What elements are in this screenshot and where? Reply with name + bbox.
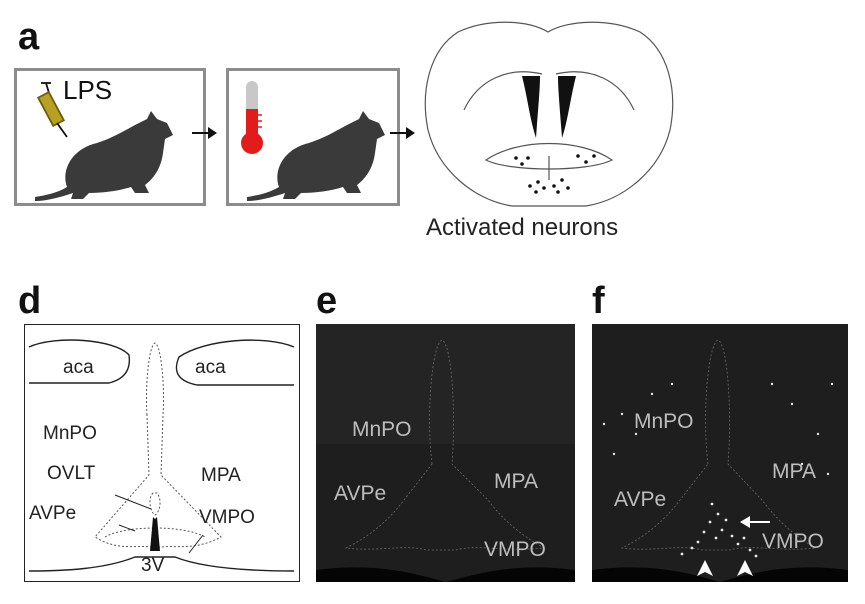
panel-letter-d: d [18, 280, 42, 322]
lps-label: LPS [63, 75, 113, 105]
label-vmpo: VMPO [762, 530, 824, 553]
rat-icon [35, 111, 173, 201]
label-mpa: MPA [772, 460, 816, 483]
brain-section-icon [424, 21, 674, 207]
label-avpe: AVPe [29, 503, 77, 524]
panel-letter-e: e [316, 280, 338, 322]
rat-icon [247, 111, 385, 201]
schematic-box: aca aca MnPO OVLT MPA AVPe VMPO 3V [24, 324, 300, 582]
arrow-marker [740, 516, 770, 528]
lps-injection-box: LPS [14, 68, 206, 206]
label-vmpo: VMPO [484, 538, 546, 561]
label-mnpo: MnPO [634, 410, 694, 433]
arrowhead-marker-right [737, 560, 753, 576]
arrow-right-icon [192, 127, 217, 139]
label-avpe: AVPe [614, 488, 667, 511]
micrograph-e-overlay [316, 324, 575, 582]
arrowhead-marker-left [697, 560, 713, 576]
label-mnpo: MnPO [352, 418, 412, 441]
thermometer-icon [241, 81, 263, 154]
label-aca-left: aca [63, 357, 94, 378]
panel-letter-a: a [18, 16, 40, 58]
label-mnpo: MnPO [43, 423, 97, 444]
syringe-icon [36, 82, 68, 138]
label-avpe: AVPe [334, 482, 387, 505]
label-mpa: MPA [201, 465, 241, 486]
label-aca-right: aca [195, 357, 226, 378]
label-vmpo: VMPO [199, 507, 255, 528]
micrograph-e: MnPO AVPe MPA VMPO [316, 324, 575, 582]
arrow-right-icon [390, 127, 415, 139]
micrograph-f-overlay [592, 324, 848, 582]
label-3v: 3V [141, 555, 165, 576]
label-mpa: MPA [494, 470, 538, 493]
label-ovlt: OVLT [47, 463, 96, 484]
fever-box [226, 68, 400, 206]
micrograph-f: MnPO AVPe MPA VMPO [592, 324, 848, 582]
activated-neurons-caption: Activated neurons [426, 214, 619, 241]
hypothalamus-schematic [28, 339, 295, 572]
panel-letter-f: f [592, 280, 605, 322]
